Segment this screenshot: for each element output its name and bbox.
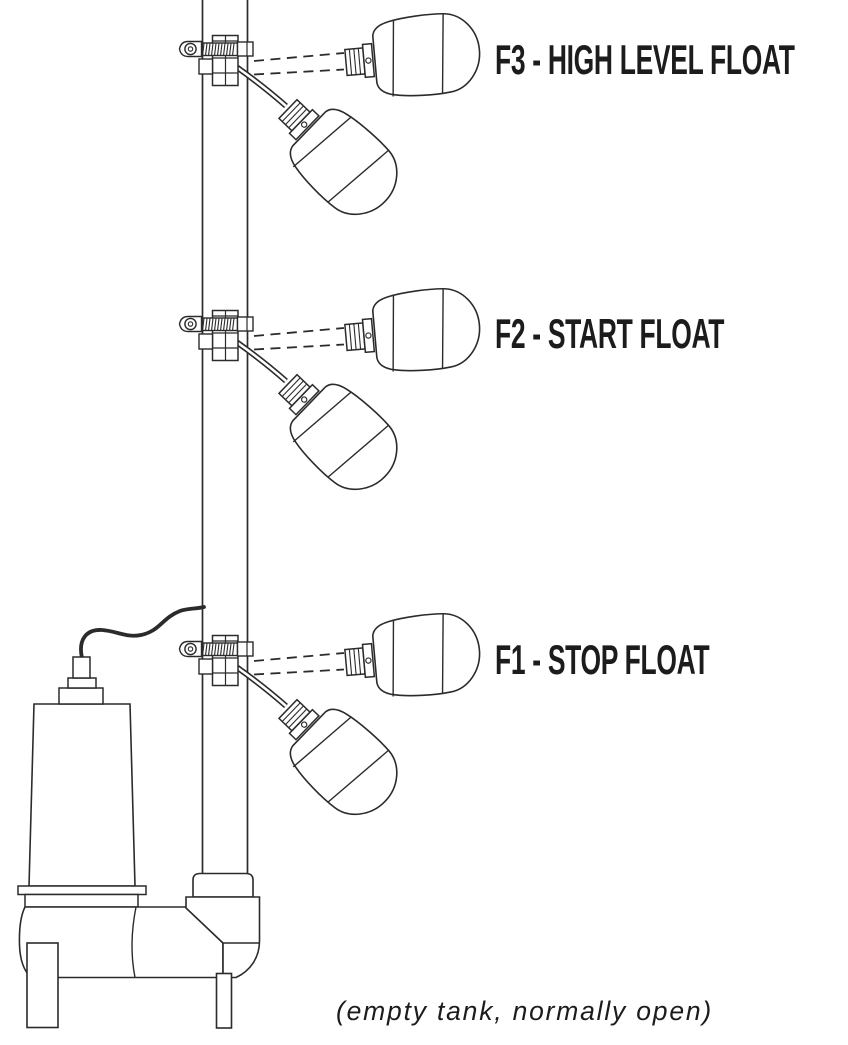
pump-foot-left <box>26 942 59 1029</box>
pump-motor-housing <box>28 703 136 887</box>
float-assembly-f2 <box>180 285 483 505</box>
discharge-coupling <box>192 872 254 898</box>
pump-cap-lower <box>58 687 104 705</box>
submersible-pump <box>17 656 261 1029</box>
vertical-discharge-pipe <box>201 0 249 874</box>
pump-casing-seam <box>131 906 137 978</box>
diagram-caption: (empty tank, normally open) <box>336 996 714 1026</box>
float-assembly-f3 <box>180 10 483 230</box>
pump-flange-lower <box>24 893 139 908</box>
float-assembly-f1 <box>180 610 483 830</box>
pump-power-cord <box>79 605 206 660</box>
label-start-float: F2 - START FLOAT <box>495 310 725 357</box>
pump-cap-middle <box>67 677 97 689</box>
label-high-level-float: F3 - HIGH LEVEL FLOAT <box>495 36 795 83</box>
label-stop-float: F1 - STOP FLOAT <box>495 636 710 683</box>
discharge-elbow <box>185 896 261 979</box>
pump-flange <box>17 885 147 896</box>
pump-foot-right <box>215 972 233 1029</box>
pump-cable-gland <box>72 656 91 679</box>
